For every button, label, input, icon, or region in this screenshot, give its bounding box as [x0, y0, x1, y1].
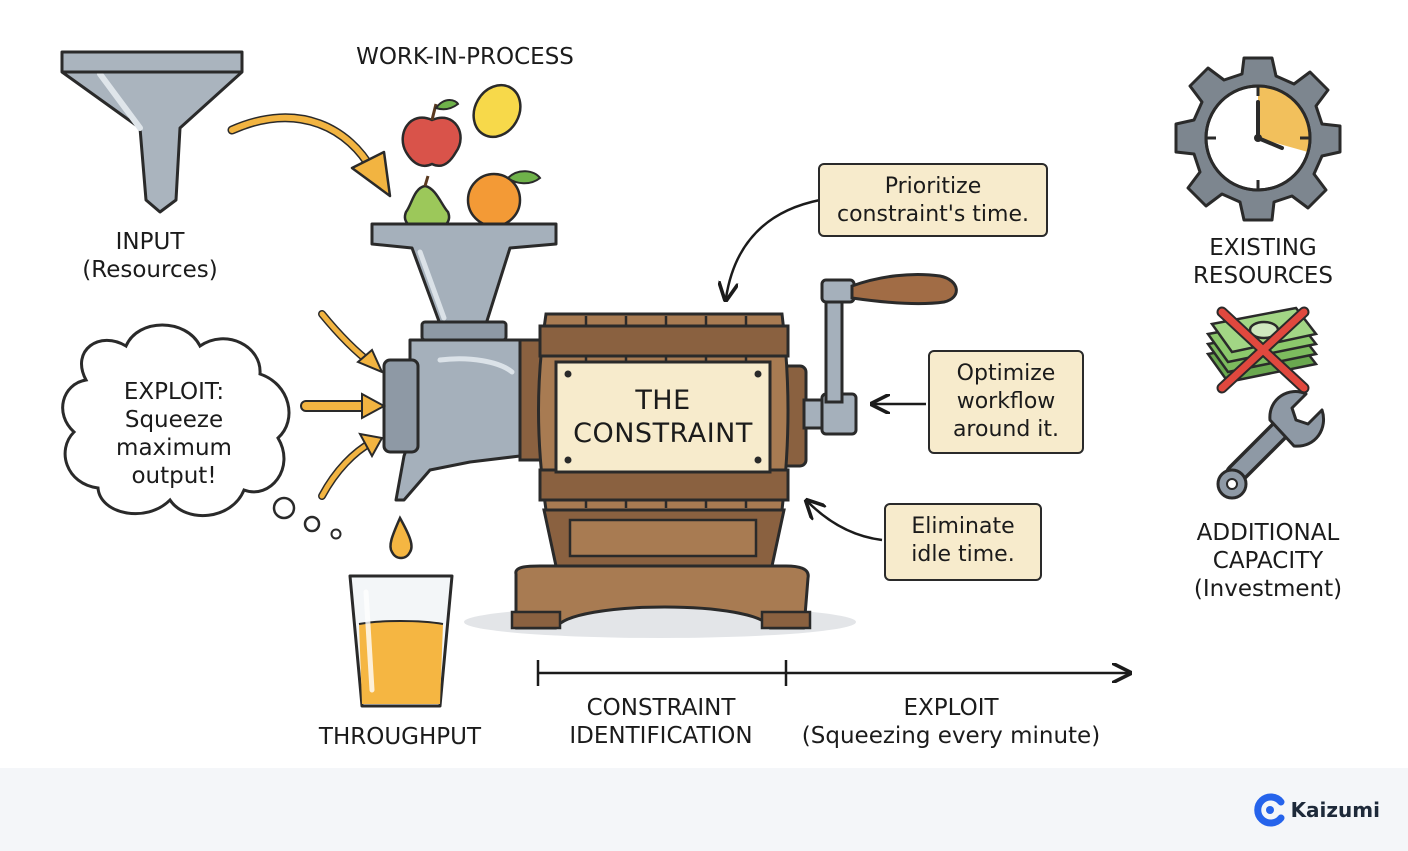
- constraint-press: [510, 312, 812, 630]
- input-label: INPUT (Resources): [60, 228, 240, 284]
- orange-icon: [466, 170, 542, 228]
- timeline-segment-1-line: IDENTIFICATION: [569, 723, 753, 749]
- lemon-icon: [472, 83, 522, 139]
- constraint-plate-line: THE: [635, 385, 691, 416]
- optimize-note-line: around it.: [952, 417, 1060, 442]
- existing-resources-line: RESOURCES: [1192, 263, 1334, 289]
- gear-clock-icon: [1174, 56, 1342, 222]
- eliminate-note-line: Eliminate: [911, 514, 1015, 539]
- grinder-icon: [370, 222, 558, 502]
- funnel-icon: [60, 50, 244, 214]
- timeline-segment-2-title: EXPLOIT: [903, 695, 999, 721]
- additional-capacity-subtitle: (Investment): [1193, 576, 1343, 602]
- exploit-bubble-line: output!: [131, 463, 217, 489]
- wrench-icon: [1216, 390, 1325, 500]
- diagram-artwork: [60, 50, 1342, 708]
- footer-bar: Kaizumi: [0, 768, 1408, 851]
- brand-name: Kaizumi: [1290, 798, 1380, 822]
- optimize-note-line: Optimize: [956, 361, 1056, 386]
- existing-resources-label: EXISTING RESOURCES: [1170, 234, 1356, 290]
- apple-icon: [401, 99, 462, 168]
- additional-capacity-line: CAPACITY: [1212, 548, 1324, 574]
- juice-glass-icon: [348, 574, 454, 708]
- optimize-note-line: workflow: [956, 389, 1056, 414]
- squeeze-arrows: [300, 310, 387, 500]
- additional-capacity-label: ADDITIONAL CAPACITY (Investment): [1170, 519, 1366, 603]
- timeline-segment-2-subtitle: (Squeezing every minute): [801, 723, 1101, 749]
- exploit-bubble-line: Squeeze: [124, 407, 224, 433]
- brand-logo[interactable]: Kaizumi: [1253, 793, 1380, 827]
- crossed-money-icon: [1205, 306, 1319, 394]
- exploit-bubble-line: maximum: [116, 435, 232, 461]
- input-title: INPUT: [115, 229, 185, 255]
- input-subtitle: (Resources): [82, 257, 218, 283]
- additional-capacity-line: ADDITIONAL: [1196, 520, 1340, 546]
- input-flow-arrow: [227, 113, 392, 198]
- prioritize-note: Prioritize constraint's time.: [818, 163, 1048, 237]
- throughput-label: THROUGHPUT: [318, 724, 482, 750]
- constraint-plate-line: CONSTRAINT: [573, 418, 753, 449]
- work-in-process-label: WORK-IN-PROCESS: [356, 44, 574, 70]
- timeline-segment-1-label: CONSTRAINT IDENTIFICATION: [546, 694, 776, 750]
- timeline-axis: [536, 660, 1128, 686]
- kaizumi-logo-icon: [1253, 793, 1285, 827]
- eliminate-note: Eliminate idle time.: [884, 503, 1042, 581]
- prioritize-note-line: constraint's time.: [837, 202, 1029, 227]
- exploit-bubble-text: EXPLOIT: Squeeze maximum output!: [94, 378, 254, 490]
- optimize-note: Optimize workflow around it.: [928, 350, 1084, 454]
- eliminate-note-line: idle time.: [911, 542, 1015, 567]
- pear-icon: [403, 175, 451, 232]
- prioritize-note-line: Prioritize: [884, 174, 982, 199]
- prioritize-arrow: [726, 198, 821, 298]
- timeline-segment-1-line: CONSTRAINT: [586, 695, 736, 721]
- exploit-bubble-line: EXPLOIT:: [123, 379, 225, 405]
- juice-drop-icon: [389, 515, 413, 560]
- thought-bubble-icon: [61, 323, 342, 540]
- timeline-segment-2-label: EXPLOIT (Squeezing every minute): [796, 694, 1106, 750]
- existing-resources-line: EXISTING: [1209, 235, 1317, 261]
- eliminate-arrow: [808, 502, 883, 542]
- crank-handle-icon: [802, 273, 958, 436]
